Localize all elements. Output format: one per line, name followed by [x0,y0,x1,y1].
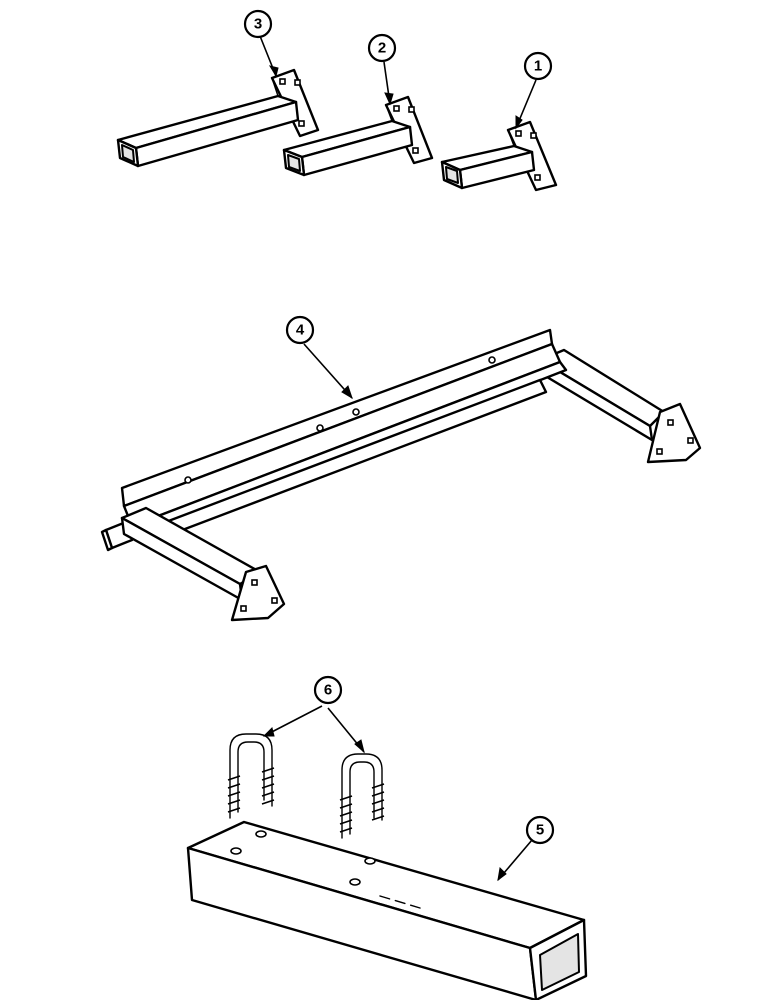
part-1-short-bracket-arm [440,120,558,192]
callout-2-label: 2 [378,40,386,57]
callout-5-label: 5 [536,822,544,839]
callout-6: 6 [313,675,343,705]
callout-5: 5 [525,815,555,845]
part-6-u-bolt-right [339,753,385,839]
leader-lines [259,35,537,882]
part-6-u-bolt-left [227,733,275,819]
callout-4: 4 [285,315,315,345]
callout-1: 1 [523,51,553,81]
callout-3: 3 [243,9,273,39]
callout-6-label: 6 [324,682,332,699]
part-3-long-bracket-arm [116,68,320,168]
callout-2: 2 [367,33,397,63]
part-4-frame-assembly [100,328,702,622]
callout-4-label: 4 [296,322,305,339]
part-5-square-tube [186,820,588,1000]
part-2-medium-bracket-arm [282,95,434,177]
callout-3-label: 3 [254,16,262,33]
callout-1-label: 1 [534,58,542,75]
